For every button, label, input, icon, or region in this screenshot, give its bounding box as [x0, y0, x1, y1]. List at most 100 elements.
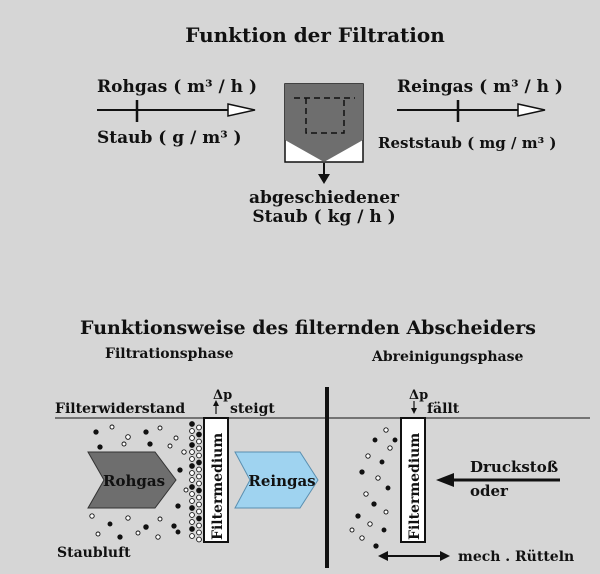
dust-particle: [359, 469, 365, 475]
dust-particle: [375, 475, 381, 481]
dust-particle: [383, 427, 389, 433]
dust-particle: [372, 437, 378, 443]
dust-particle: [89, 513, 95, 519]
dust-particle: [125, 515, 131, 521]
dust-particles-filtration: [89, 424, 189, 540]
pressure-falling-arrow: [411, 401, 417, 414]
dust-particle: [196, 459, 202, 466]
dust-particle: [196, 515, 202, 522]
outlet-top-label: Reingas ( m³ / h ): [397, 77, 563, 97]
dust-particle: [189, 421, 195, 427]
dust-particle: [196, 522, 202, 529]
dust-particle: [363, 491, 369, 497]
dust-particle: [196, 487, 202, 494]
dust-particle: [189, 491, 195, 497]
dust-particles-cleaning: [349, 427, 398, 549]
dust-particle: [196, 473, 202, 480]
dust-particle: [117, 534, 123, 540]
dust-particle: [196, 452, 202, 459]
dust-particle: [196, 445, 202, 452]
dust-particle: [175, 529, 181, 535]
dust-particle: [371, 501, 377, 507]
dust-particle: [189, 449, 195, 455]
dust-particle: [196, 529, 202, 536]
or-label: oder: [470, 482, 509, 500]
dust-particle: [189, 533, 195, 539]
dust-particle: [189, 442, 195, 448]
falling-label: fällt: [427, 401, 460, 417]
dust-particle: [196, 431, 202, 438]
filter-housing: [284, 83, 364, 163]
dust-particle: [387, 445, 393, 451]
shaking-double-arrow: [378, 551, 450, 561]
filter-medium-right-label: Filtermedium: [407, 433, 423, 540]
inlet-bottom-label: Staub ( g / m³ ): [97, 128, 242, 148]
dust-particle: [183, 487, 189, 493]
dust-particle: [196, 466, 202, 473]
dust-particle: [196, 508, 202, 515]
shaking-label: mech . Rütteln: [458, 549, 574, 565]
dust-particle: [175, 503, 181, 509]
dust-particle: [349, 527, 355, 533]
pressure-pulse-label: Druckstoß: [470, 458, 558, 476]
dust-particle: [189, 484, 195, 490]
dust-particle: [173, 435, 179, 441]
filter-medium-right: [400, 417, 426, 543]
dusty-air-label: Staubluft: [57, 545, 131, 561]
dust-particle: [189, 498, 195, 504]
dust-particle: [373, 543, 379, 549]
dust-particle: [189, 428, 195, 434]
delta-p-right-label: Δp: [409, 388, 428, 403]
top-title: Funktion der Filtration: [185, 23, 445, 47]
phase-filtration-label: Filtrationsphase: [105, 346, 234, 362]
dust-particle: [359, 535, 365, 541]
dust-particle: [365, 453, 371, 459]
dust-particle: [189, 463, 195, 469]
outlet-bottom-label: Reststaub ( mg / m³ ): [378, 134, 556, 152]
dust-particle: [196, 494, 202, 501]
dust-outlet-arrow: [318, 163, 330, 184]
separated-dust-line2: Staub ( kg / h ): [252, 207, 395, 227]
dust-particle: [392, 437, 398, 443]
clean-gas-arrow: [234, 451, 319, 509]
dust-particle: [379, 459, 385, 465]
raw-gas-arrow: [87, 451, 177, 509]
dust-particle: [196, 480, 202, 487]
dust-particle: [189, 519, 195, 525]
dust-particle: [135, 530, 141, 536]
dust-particle: [196, 438, 202, 445]
dust-particle: [121, 441, 127, 447]
dust-particle: [171, 523, 177, 529]
dust-particle: [196, 536, 202, 543]
dust-particle: [189, 526, 195, 532]
delta-p-left-label: Δp: [213, 388, 232, 403]
clean-gas-label: Reingas: [248, 472, 315, 490]
dust-particle: [155, 534, 161, 540]
filter-medium-left-label: Filtermedium: [210, 433, 226, 540]
dust-particle: [381, 527, 387, 533]
dust-particle: [189, 456, 195, 462]
dust-particle: [181, 449, 187, 455]
dust-particle: [385, 485, 391, 491]
dust-particle: [189, 512, 195, 518]
dust-particle: [109, 424, 115, 430]
dust-particle: [95, 531, 101, 537]
dust-particle: [189, 505, 195, 511]
dust-particle: [189, 435, 195, 441]
dust-cake: [189, 421, 202, 543]
dust-particle: [157, 425, 163, 431]
separated-dust-line1: abgeschiedener: [249, 188, 400, 208]
dust-particle: [355, 513, 361, 519]
bottom-title: Funktionsweise des filternden Abscheider…: [80, 317, 536, 339]
filter-medium-left: [203, 417, 229, 543]
dust-particle: [167, 443, 173, 449]
dust-particle: [189, 477, 195, 483]
dust-particle: [367, 521, 373, 527]
dust-particle: [189, 470, 195, 476]
rising-label: steigt: [230, 401, 275, 417]
pressure-rising-arrow: [213, 400, 219, 414]
raw-gas-label: Rohgas: [103, 472, 165, 490]
dust-particle: [147, 441, 153, 447]
